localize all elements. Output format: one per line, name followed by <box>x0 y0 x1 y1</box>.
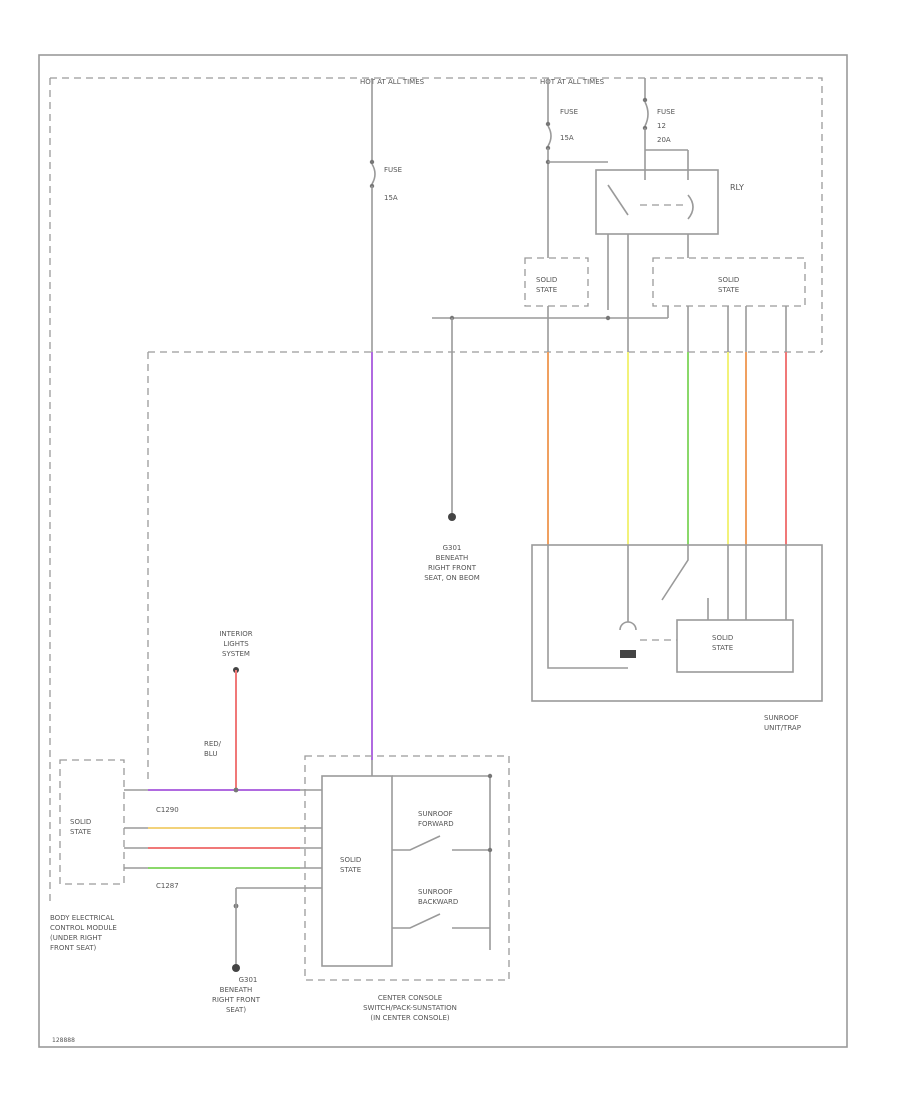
solid-state-box-2 <box>652 257 806 307</box>
forward-switch <box>392 835 441 851</box>
fuse-amp-right: 20A <box>657 136 671 144</box>
motor-body-icon <box>620 650 636 658</box>
fuse-terminal <box>545 121 551 127</box>
fuse-amp-left: 15A <box>384 194 398 202</box>
footer-code: 128888 <box>52 1037 75 1044</box>
solid-state-box-1 <box>524 257 589 307</box>
center-console-solid-state <box>321 775 393 967</box>
relay-coil <box>687 194 694 220</box>
fuse-label-left: FUSE <box>384 166 402 174</box>
splice-dot <box>605 315 611 321</box>
splice-dot <box>487 773 493 779</box>
relay-label: RLY <box>730 183 744 192</box>
motor-icon <box>619 621 637 631</box>
ground-icon <box>448 513 456 521</box>
splice-dot <box>487 847 493 853</box>
fuse-amp-mid: 15A <box>560 134 574 142</box>
red-blu-label: RED/BLU <box>204 740 222 758</box>
solid-state-box-3 <box>676 619 794 673</box>
sunroof-switch <box>661 545 689 601</box>
fuse-terminal <box>642 97 648 103</box>
hot-at-all-times-label-2: HOT AT ALL TIMES <box>540 78 605 86</box>
bcm-solid-state-box <box>59 759 125 885</box>
c1287-label: C1287 <box>156 882 179 890</box>
relay-switch <box>607 184 629 216</box>
splice-dot <box>233 787 239 793</box>
sunroof-unit-box <box>531 544 823 702</box>
ground-icon <box>232 964 240 972</box>
fuse-num-right: 12 <box>657 122 666 130</box>
fuse-element-left <box>371 163 376 185</box>
sunroof-internal-wire <box>547 545 628 669</box>
center-console-boundary <box>304 755 510 981</box>
fuse-terminal <box>369 159 375 165</box>
diagram-frame <box>38 54 848 1048</box>
fuse-element-mid <box>547 125 552 147</box>
fuse-label-mid: FUSE <box>560 108 578 116</box>
relay-box <box>595 169 719 235</box>
hot-at-all-times-label-1: HOT AT ALL TIMES <box>360 78 425 86</box>
backward-switch <box>392 913 441 929</box>
c1290-label: C1290 <box>156 806 179 814</box>
fuse-label-right: FUSE <box>657 108 675 116</box>
fuse-element-right <box>644 101 649 127</box>
power-area-boundary <box>50 77 823 352</box>
